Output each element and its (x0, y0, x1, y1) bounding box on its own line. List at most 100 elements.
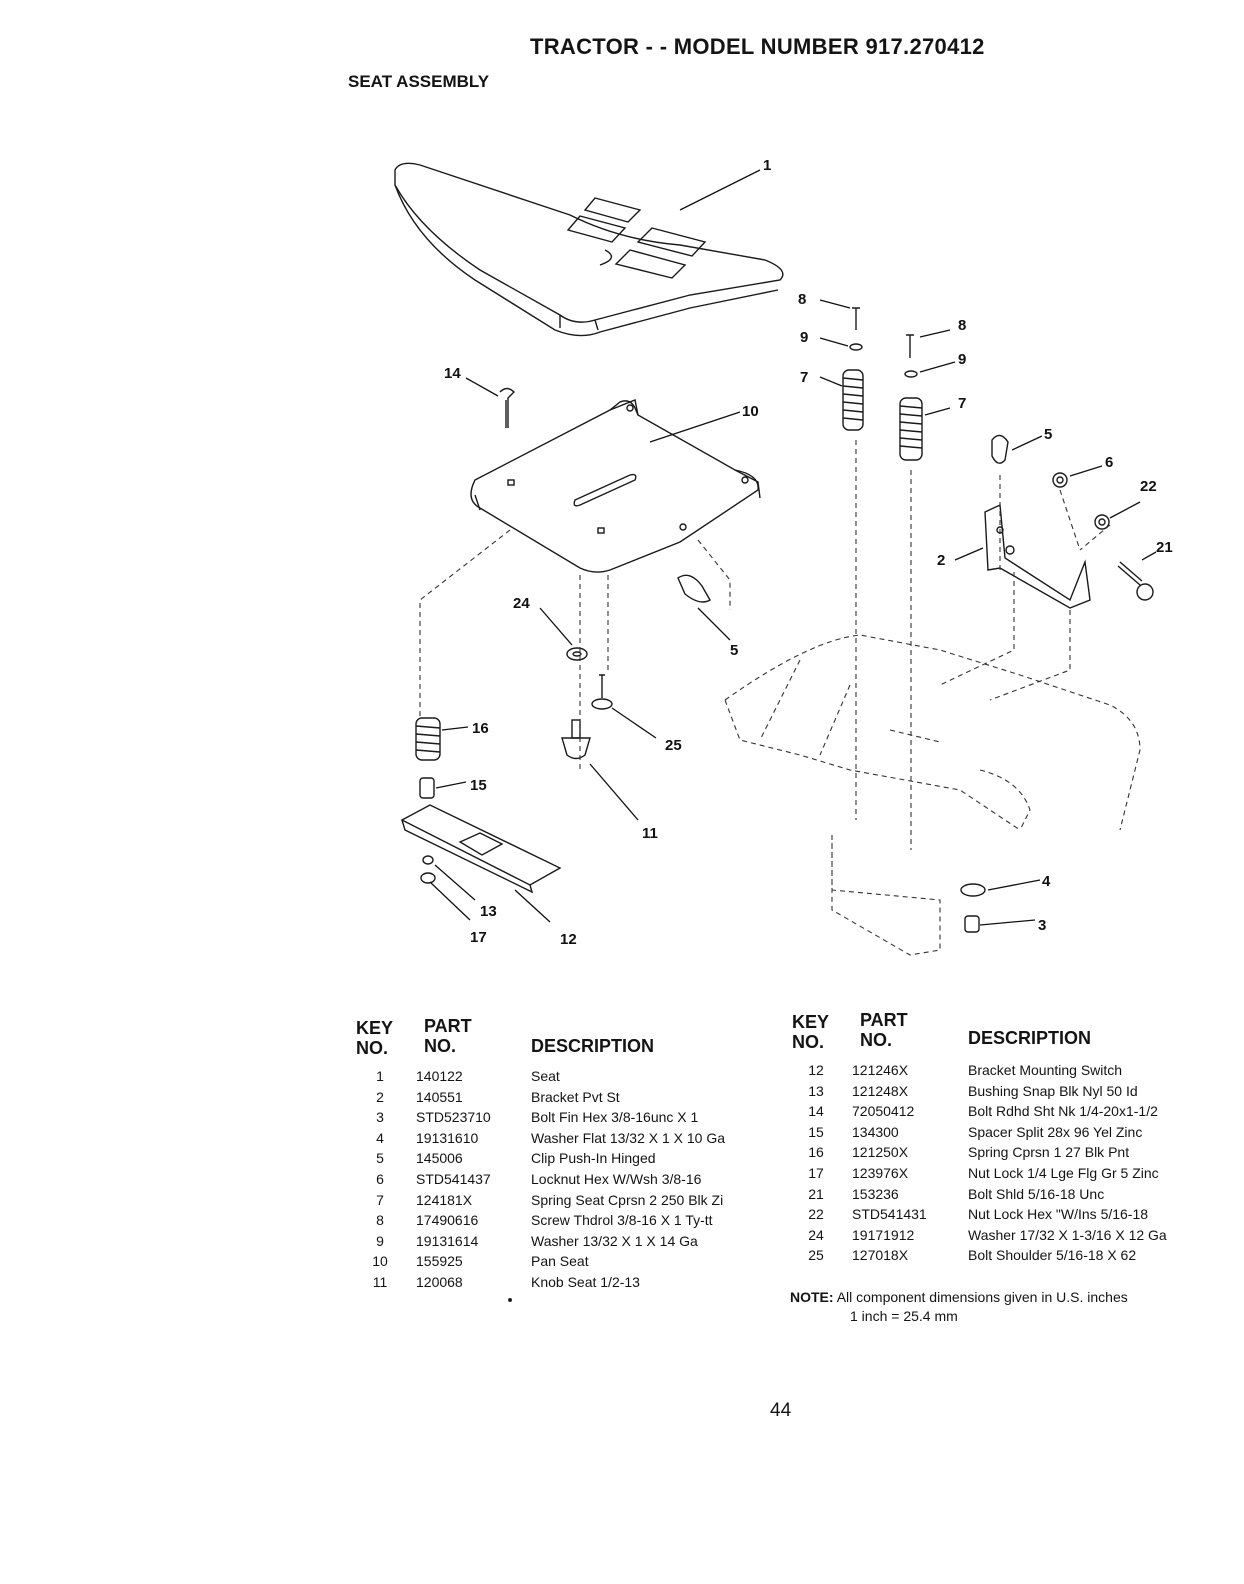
table-row-part: 19131614 (416, 1232, 479, 1249)
table-row-part: 140122 (416, 1068, 463, 1084)
table-row-key: 17 (808, 1164, 824, 1181)
seat-assembly-diagram: 1 8 9 8 9 7 7 14 10 5 6 22 21 2 24 5 16 … (394, 157, 1173, 956)
table-row-part: 127018X (852, 1247, 909, 1264)
table-row-desc: Washer Flat 13/32 X 1 X 10 Ga (531, 1129, 726, 1146)
callout-7b: 7 (958, 395, 966, 412)
table-row-desc: Spring Seat Cprsn 2 250 Blk Zi (531, 1191, 724, 1208)
table-row-part: 19171912 (852, 1226, 915, 1243)
table-row-key: 8 (376, 1212, 384, 1229)
header-key-no-right: NO. (792, 1032, 825, 1052)
callout-5b: 5 (730, 642, 738, 659)
header-description: DESCRIPTION (531, 1036, 655, 1056)
table-row-part: 121246X (852, 1062, 909, 1078)
part-column-right: 121246X 121248X 72050412 134300 121250X … (852, 1060, 927, 1266)
header-part-no: NO. (424, 1036, 457, 1056)
callout-6: 6 (1105, 454, 1113, 471)
table-row-desc: Spacer Split 28x 96 Yel Zinc (968, 1123, 1143, 1140)
table-row-desc: Screw Thdrol 3/8-16 X 1 Ty-tt (531, 1212, 713, 1229)
table-row-part: 17490616 (416, 1212, 479, 1229)
table-row-desc: Knob Seat 1/2-13 (531, 1273, 640, 1290)
table-row-key: 3 (376, 1109, 384, 1126)
key-column-right: 12 13 14 15 16 17 21 22 24 25 (796, 1060, 836, 1266)
callout-3: 3 (1038, 917, 1046, 934)
header-key: KEY (356, 1018, 394, 1038)
table-row-key: 5 (376, 1150, 384, 1167)
callout-25: 25 (665, 737, 682, 754)
table-row-desc: Washer 13/32 X 1 X 14 Ga (531, 1232, 698, 1249)
note-label: NOTE: (790, 1289, 834, 1305)
table-row-key: 2 (376, 1088, 384, 1105)
table-row-key: 4 (376, 1129, 384, 1146)
callout-13: 13 (480, 903, 497, 920)
callout-17: 17 (470, 929, 487, 946)
header-key-no: NO. (356, 1038, 389, 1058)
table-row-part: 120068 (416, 1273, 463, 1290)
table-row-part: 19131610 (416, 1129, 479, 1146)
part-column-left: 140122 140551 STD523710 19131610 145006 … (416, 1066, 491, 1293)
callout-5a: 5 (1044, 426, 1052, 443)
pan-seat-illustration (470, 399, 761, 573)
note-line-1: All component dimensions given in U.S. i… (836, 1289, 1128, 1305)
table-row-key: 13 (808, 1082, 824, 1099)
table-row-part: STD541437 (416, 1170, 491, 1187)
callout-14: 14 (444, 365, 461, 382)
table-row-part: 121250X (852, 1144, 909, 1161)
spring-7-right (899, 397, 923, 461)
seat-illustration (394, 162, 784, 337)
table-row-key: 25 (808, 1247, 824, 1264)
callout-1: 1 (763, 157, 771, 174)
section-title: SEAT ASSEMBLY (348, 72, 490, 91)
table-row-key: 22 (808, 1206, 824, 1223)
table-row-part: STD523710 (416, 1109, 491, 1126)
dimensions-note: NOTE: All component dimensions given in … (790, 1288, 1128, 1326)
table-row-desc: Bolt Shoulder 5/16-18 X 62 (968, 1247, 1137, 1264)
header-part: PART (424, 1016, 472, 1036)
table-row-key: 21 (808, 1185, 824, 1202)
callout-8b: 8 (958, 317, 966, 334)
description-column-right: Bracket Mounting Switch Bushing Snap Blk… (968, 1060, 1167, 1266)
table-row-desc: Bolt Fin Hex 3/8-16unc X 1 (531, 1109, 699, 1126)
table-row-key: 9 (376, 1232, 384, 1249)
callout-2: 2 (937, 552, 945, 569)
callout-15: 15 (470, 777, 487, 794)
callout-24: 24 (513, 595, 530, 612)
page-number: 44 (770, 1400, 792, 1421)
table-row-desc: Locknut Hex W/Wsh 3/8-16 (531, 1170, 702, 1187)
table-row-key: 12 (808, 1062, 824, 1078)
callout-10: 10 (742, 403, 759, 420)
table-row-desc: Bushing Snap Blk Nyl 50 Id (968, 1082, 1138, 1099)
table-row-desc: Spring Cprsn 1 27 Blk Pnt (968, 1144, 1130, 1161)
callout-12: 12 (560, 931, 577, 948)
table-row-key: 15 (808, 1123, 824, 1140)
table-row-part: STD541431 (852, 1206, 927, 1223)
table-row-part: 155925 (416, 1253, 463, 1270)
table-row-desc: Clip Push-In Hinged (531, 1150, 656, 1167)
table-row-key: 24 (808, 1226, 824, 1243)
header-key-right: KEY (792, 1012, 830, 1032)
header-part-right: PART (860, 1010, 908, 1030)
table-row-part: 140551 (416, 1088, 463, 1105)
callout-8a: 8 (798, 291, 806, 308)
table-row-key: 10 (372, 1253, 388, 1270)
table-row-key: 11 (372, 1273, 388, 1290)
table-row-part: 121248X (852, 1082, 909, 1099)
table-row-desc: Bolt Shld 5/16-18 Unc (968, 1185, 1105, 1202)
callout-9b: 9 (958, 351, 966, 368)
table-row-desc: Bolt Rdhd Sht Nk 1/4-20x1-1/2 (968, 1103, 1158, 1120)
table-row-part: 153236 (852, 1185, 899, 1202)
description-column-left: Seat Bracket Pvt St Bolt Fin Hex 3/8-16u… (531, 1066, 725, 1293)
header-description-right: DESCRIPTION (968, 1028, 1092, 1048)
callout-22: 22 (1140, 478, 1157, 495)
header-part-no-right: NO. (860, 1030, 893, 1050)
table-row-desc: Seat (531, 1068, 560, 1084)
table-row-key: 16 (808, 1144, 824, 1161)
table-row-part: 123976X (852, 1164, 909, 1181)
table-row-part: 145006 (416, 1150, 463, 1167)
note-line-2: 1 inch = 25.4 mm (850, 1308, 958, 1324)
callout-4: 4 (1042, 873, 1051, 890)
table-row-desc: Nut Lock Hex "W/Ins 5/16-18 (968, 1206, 1149, 1223)
table-row-desc: Nut Lock 1/4 Lge Flg Gr 5 Zinc (968, 1164, 1159, 1181)
callout-7a: 7 (800, 369, 808, 386)
page-title: TRACTOR - - MODEL NUMBER 917.270412 (530, 34, 985, 59)
table-row-desc: Washer 17/32 X 1-3/16 X 12 Ga (968, 1226, 1167, 1243)
